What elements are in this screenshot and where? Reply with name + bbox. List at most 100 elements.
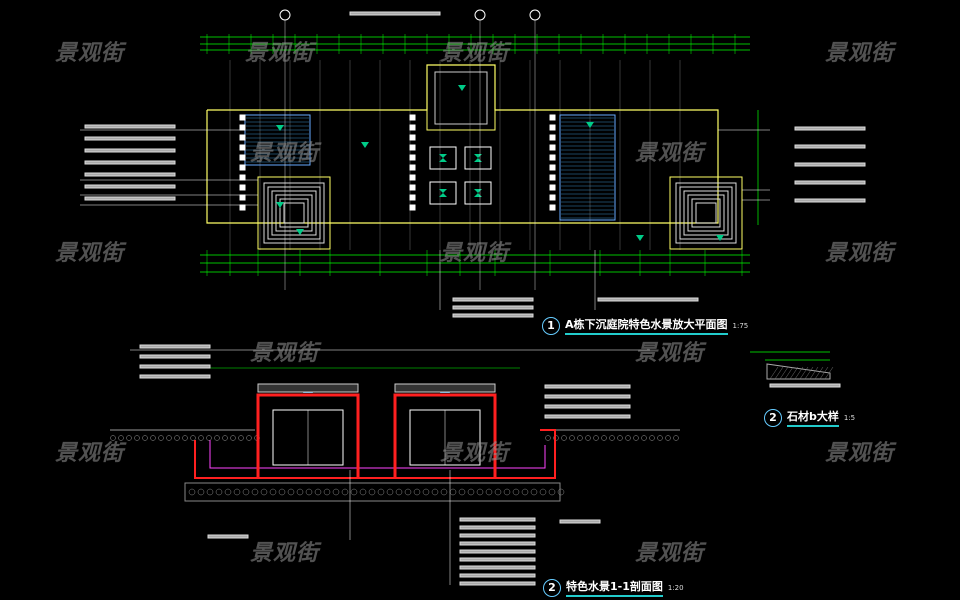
plan-title-text: A栋下沉庭院特色水景放大平面图 bbox=[565, 316, 728, 335]
structure-slab bbox=[194, 429, 556, 479]
gravel bbox=[440, 488, 448, 496]
section-marker-icon bbox=[279, 9, 291, 21]
gravel bbox=[458, 488, 466, 496]
plan-title-number: 1 bbox=[542, 316, 560, 335]
light-fixture bbox=[549, 204, 556, 211]
gravel bbox=[118, 435, 124, 441]
gravel bbox=[368, 488, 376, 496]
light-fixture bbox=[409, 184, 416, 191]
planter-step bbox=[695, 202, 717, 224]
gravel bbox=[601, 435, 607, 441]
gravel bbox=[557, 488, 565, 496]
hatch-line bbox=[789, 366, 799, 380]
annotation-text bbox=[452, 297, 534, 302]
annotation-text bbox=[139, 354, 211, 359]
light-fixture bbox=[409, 134, 416, 141]
gravel bbox=[503, 488, 511, 496]
light-fixture bbox=[549, 164, 556, 171]
gravel bbox=[269, 488, 277, 496]
gravel bbox=[476, 488, 484, 496]
hatch-line bbox=[814, 366, 824, 380]
gravel bbox=[332, 488, 340, 496]
stone-profile bbox=[766, 363, 831, 380]
gravel bbox=[633, 435, 639, 441]
gravel bbox=[134, 435, 140, 441]
hatch-line bbox=[799, 366, 809, 380]
watermark: 景观街 bbox=[440, 441, 510, 466]
stone-cap bbox=[394, 383, 496, 393]
annotation-text bbox=[84, 124, 176, 129]
gravel bbox=[431, 488, 439, 496]
gravel bbox=[485, 488, 493, 496]
section-marker-icon bbox=[529, 9, 541, 21]
watermark: 景观街 bbox=[250, 141, 320, 166]
light-fixture bbox=[239, 114, 246, 121]
fountain-box bbox=[393, 393, 497, 478]
annotation-text bbox=[597, 297, 699, 302]
light-fixture bbox=[409, 204, 416, 211]
gravel bbox=[413, 488, 421, 496]
level-marker-icon bbox=[361, 142, 369, 148]
gravel bbox=[341, 488, 349, 496]
detail-title-text: 石材b大样 bbox=[787, 408, 839, 427]
gravel bbox=[641, 435, 647, 441]
annotation-text bbox=[84, 136, 176, 141]
fountain-pad bbox=[429, 181, 457, 205]
fountain-nozzle-icon bbox=[474, 189, 482, 197]
annotation-text bbox=[794, 126, 866, 131]
level-marker-icon bbox=[276, 125, 284, 131]
gravel bbox=[673, 435, 679, 441]
gravel bbox=[404, 488, 412, 496]
section-title-number: 2 bbox=[543, 578, 561, 597]
gravel bbox=[422, 488, 430, 496]
fountain-pad bbox=[464, 146, 492, 170]
level-marker-icon bbox=[636, 235, 644, 241]
hatch-line bbox=[779, 366, 789, 380]
gravel bbox=[126, 435, 132, 441]
gravel bbox=[215, 488, 223, 496]
hatch-line bbox=[794, 366, 804, 380]
level-marker-icon bbox=[458, 85, 466, 91]
annotation-text bbox=[769, 383, 841, 388]
annotation-text bbox=[84, 196, 176, 201]
planter-step bbox=[691, 198, 721, 228]
gravel bbox=[246, 435, 252, 441]
gravel bbox=[182, 435, 188, 441]
gravel bbox=[377, 488, 385, 496]
annotation-text bbox=[84, 184, 176, 189]
gravel bbox=[665, 435, 671, 441]
light-fixture bbox=[549, 114, 556, 121]
gravel bbox=[224, 488, 232, 496]
light-fixture bbox=[549, 174, 556, 181]
watermark: 景观街 bbox=[635, 341, 705, 366]
gravel bbox=[197, 488, 205, 496]
annotation-text bbox=[544, 414, 631, 419]
gravel bbox=[521, 488, 529, 496]
hatch-line bbox=[824, 366, 834, 380]
annotation-text bbox=[459, 517, 536, 522]
light-fixture bbox=[239, 194, 246, 201]
light-fixture bbox=[409, 154, 416, 161]
detail-title-number: 2 bbox=[764, 408, 782, 427]
fountain-nozzle-icon bbox=[474, 154, 482, 162]
light-fixture bbox=[239, 134, 246, 141]
annotation-text bbox=[452, 305, 534, 310]
level-marker-icon bbox=[276, 202, 284, 208]
right-planter bbox=[669, 176, 743, 250]
gravel bbox=[530, 488, 538, 496]
light-fixture bbox=[239, 144, 246, 151]
annotation-text bbox=[207, 534, 249, 539]
gravel bbox=[142, 435, 148, 441]
gravel bbox=[539, 488, 547, 496]
annotation-text bbox=[794, 180, 866, 185]
central-pool-inner bbox=[434, 71, 488, 125]
section-title-text: 特色水景1-1剖面图 bbox=[566, 578, 663, 597]
annotation-text bbox=[459, 557, 536, 562]
fountain-box bbox=[256, 393, 360, 478]
light-fixture bbox=[239, 174, 246, 181]
light-fixture bbox=[239, 154, 246, 161]
hatch-line bbox=[809, 366, 819, 380]
planter-step bbox=[271, 190, 317, 236]
gravel bbox=[206, 435, 212, 441]
